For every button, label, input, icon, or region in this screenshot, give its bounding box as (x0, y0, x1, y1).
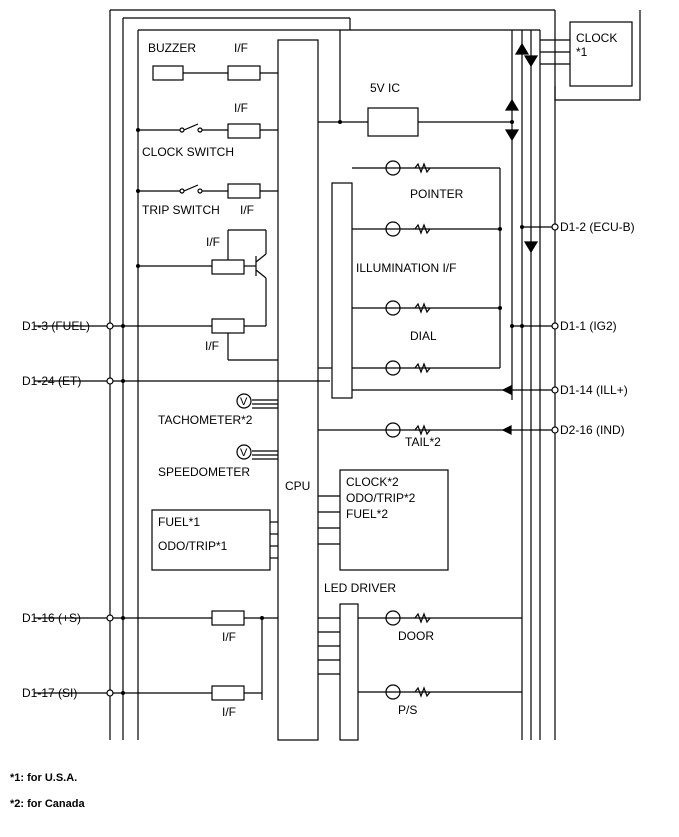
illumination-if-label: ILLUMINATION I/F (356, 261, 456, 275)
tail-label: TAIL*2 (405, 435, 441, 449)
fuel-box-line1: FUEL*1 (158, 515, 200, 529)
fuel-box-line2: ODO/TRIP*1 (158, 539, 228, 553)
s-if-label: I/F (222, 630, 236, 644)
pointer-label: POINTER (410, 187, 464, 201)
speedometer-gauge-symbol: V (240, 447, 248, 459)
speedometer-label: SPEEDOMETER (158, 465, 250, 479)
footnote-canada: *2: for Canada (10, 798, 85, 810)
clock-switch-if-label: I/F (234, 101, 248, 115)
tachometer-label: TACHOMETER*2 (158, 413, 253, 427)
cpu-label: CPU (285, 479, 310, 493)
footnote-usa: *1: for U.S.A. (10, 772, 78, 784)
terminal-d1-24: D1-24 (ET) (22, 374, 81, 388)
fuel-if-label: I/F (205, 339, 219, 353)
clock-module-label: CLOCK (576, 31, 617, 45)
clock-box-line1: CLOCK*2 (346, 475, 399, 489)
buzzer-if-label: I/F (234, 41, 248, 55)
ps-label: P/S (398, 703, 417, 717)
terminal-d1-16: D1-16 (+S) (22, 611, 81, 625)
terminal-d1-3: D1-3 (FUEL) (22, 319, 90, 333)
terminal-d1-17: D1-17 (SI) (22, 686, 77, 700)
trip-switch-if-label: I/F (240, 203, 254, 217)
led-driver-label: LED DRIVER (324, 581, 396, 595)
buzzer-label: BUZZER (148, 41, 196, 55)
tachometer-gauge-symbol: V (240, 396, 248, 408)
clock-box-line2: ODO/TRIP*2 (346, 491, 416, 505)
transistor-if-label: I/F (206, 235, 220, 249)
si-if-label: I/F (222, 705, 236, 719)
clock-box-line3: FUEL*2 (346, 507, 388, 521)
five-v-ic-label: 5V IC (370, 81, 400, 95)
clock-module-note: *1 (576, 45, 588, 59)
clock-switch-label: CLOCK SWITCH (142, 145, 234, 159)
terminal-d1-1: D1-1 (IG2) (560, 319, 617, 333)
door-label: DOOR (398, 629, 434, 643)
dial-label: DIAL (410, 329, 437, 343)
trip-switch-label: TRIP SWITCH (142, 203, 220, 217)
terminal-d1-14: D1-14 (ILL+) (560, 383, 628, 397)
terminal-d1-2: D1-2 (ECU-B) (560, 220, 635, 234)
terminal-d2-16: D2-16 (IND) (560, 423, 625, 437)
